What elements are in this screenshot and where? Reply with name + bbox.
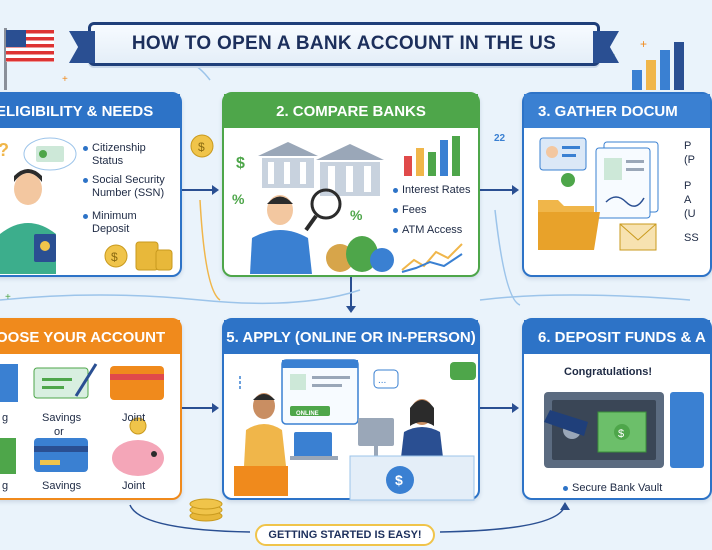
step-eligibility-card: ELIGIBILITY & NEEDS ? Citizenship Status… [0,92,182,277]
growth-chart-icon [632,42,684,90]
page-title: HOW TO OPEN A BANK ACCOUNT IN THE US [131,33,557,54]
svg-text:$: $ [111,250,118,264]
secure-vault-label: Secure Bank Vault [562,482,663,494]
compare-atm-access: ATM Access [392,224,463,236]
title-banner: HOW TO OPEN A BANK ACCOUNT IN THE US [88,22,600,66]
footer-banner: GETTING STARTED IS EASY! [255,524,435,546]
step-header: 5. APPLY (ONLINE OR IN-PERSON) [224,320,478,354]
step-choose-account-card: OOSE YOUR ACCOUNT g Savings or Joint g S… [0,318,182,500]
document-item-2-sub: (U [684,208,696,220]
step-header: 6. DEPOSIT FUNDS & A [524,320,710,354]
bar-chart-icon [404,136,460,176]
account-type-or: or [54,426,64,438]
step-compare-banks-card: 2. COMPARE BANKS $ % % [222,92,480,277]
document-item-3: SS [684,232,699,244]
line-chart-icon [401,243,463,273]
step-header: ELIGIBILITY & NEEDS [0,94,180,128]
us-flag-icon [6,30,54,62]
coin-icon: $ [190,134,214,158]
coins-icon: $ [104,241,173,271]
step-header: OOSE YOUR ACCOUNT [0,320,180,354]
step-deposit-funds-card: 6. DEPOSIT FUNDS & A Congratulations! $ … [522,318,712,500]
document-item-1: P [684,140,692,152]
step-gather-documents-card: 3. GATHER DOCUM P (P P A (U SS [522,92,712,277]
account-type-savings-2: Savings [42,480,82,492]
svg-text:...: ... [378,375,386,386]
svg-text:?: ? [0,140,9,160]
account-type-label: g [2,412,9,424]
svg-text:$: $ [198,140,205,154]
documents-illustration [538,137,659,251]
person-with-passport-icon: ? [0,137,77,274]
compare-interest-rates: Interest Rates [392,184,471,196]
svg-text:$: $ [236,155,245,172]
account-type-joint: Joint [122,412,146,424]
apply-illustration: ... $ [234,359,476,501]
account-types-illustration [0,363,164,476]
account-type-label-2: g [2,480,9,492]
congratulations-text: Congratulations! [564,366,652,378]
badge-number: 22 [494,133,506,144]
account-type-savings: Savings [42,412,82,424]
requirement-ssn: Social Security Number (SSN) [83,174,176,200]
document-item-2: P [684,180,692,192]
footer-text: GETTING STARTED IS EASY! [268,529,422,541]
svg-text:%: % [350,207,363,223]
coin-stack-icon [189,498,223,522]
step-header: 2. COMPARE BANKS [224,94,478,128]
svg-text:+: + [640,37,647,51]
document-item-2-line2: A [684,194,692,206]
requirement-citizenship: Citizenship Status [83,142,172,168]
online-screen-label: ONLINE [296,411,319,417]
step-header: 3. GATHER DOCUM [524,94,710,128]
requirement-min-deposit: Minimum Deposit [83,210,172,236]
banks-comparison-illustration: $ % % [232,142,394,274]
bank-vault-illustration: $ [544,392,704,468]
svg-text:$: $ [618,428,624,440]
step-apply-card: 5. APPLY (ONLINE OR IN-PERSON) ... [222,318,480,501]
compare-fees: Fees [392,204,427,216]
infographic: + + + + + HOW TO OPEN A BANK ACCOUNT IN … [0,0,690,550]
document-item-1-sub: (P [684,154,695,166]
svg-text:+: + [5,292,11,303]
svg-text:+: + [62,74,68,85]
svg-text:%: % [232,191,245,207]
svg-text:$: $ [395,472,403,488]
flag-pole [4,28,7,90]
account-type-joint-2: Joint [122,480,146,492]
